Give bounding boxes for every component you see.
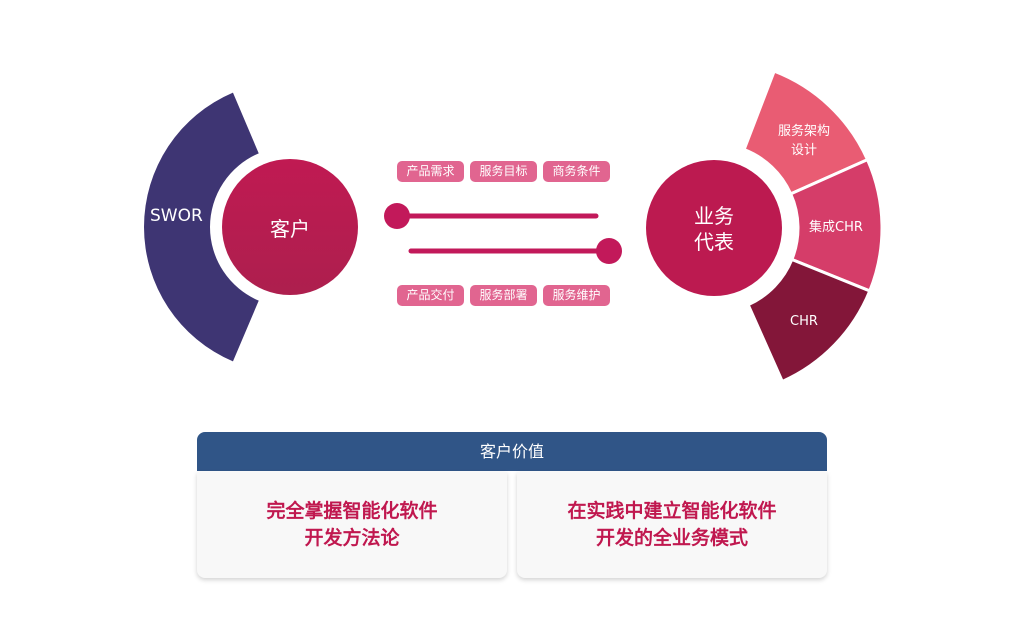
delivery-line-dot: [596, 238, 622, 264]
segment-label-chr: CHR: [790, 314, 818, 329]
tag-service-maintenance: 服务维护: [543, 285, 610, 306]
business-label-line1: 业务: [694, 204, 734, 228]
customer-circle: [222, 159, 358, 295]
business-circle: [646, 160, 782, 296]
tag-service-deployment: 服务部署: [470, 285, 537, 306]
value-card-line: 在实践中建立智能化软件: [567, 500, 777, 522]
value-panel-title: 客户价值: [197, 432, 827, 471]
value-card: 完全掌握智能化软件开发方法论: [197, 472, 507, 578]
request-line-dot: [384, 203, 410, 229]
segment-label-integrated-chr: 集成CHR: [809, 220, 863, 235]
segment-label-service-architecture: 服务架构 设计: [777, 124, 830, 158]
tag-product-requirements: 产品需求: [397, 161, 464, 182]
value-card: 在实践中建立智能化软件开发的全业务模式: [517, 472, 827, 578]
value-card-line: 完全掌握智能化软件: [266, 500, 438, 522]
value-card-line: 开发的全业务模式: [595, 527, 748, 549]
tag-product-delivery: 产品交付: [397, 285, 464, 306]
segment-chr: [746, 257, 872, 384]
swor-label: SWOR: [150, 206, 203, 226]
value-card-line: 开发方法论: [304, 527, 400, 549]
tag-business-terms: 商务条件: [543, 161, 610, 182]
business-label-line2: 代表: [694, 230, 734, 254]
swor-arc: [144, 92, 259, 362]
customer-label: 客户: [270, 217, 310, 241]
tag-service-goals: 服务目标: [470, 161, 537, 182]
business-label: 业务 代表: [674, 203, 754, 255]
